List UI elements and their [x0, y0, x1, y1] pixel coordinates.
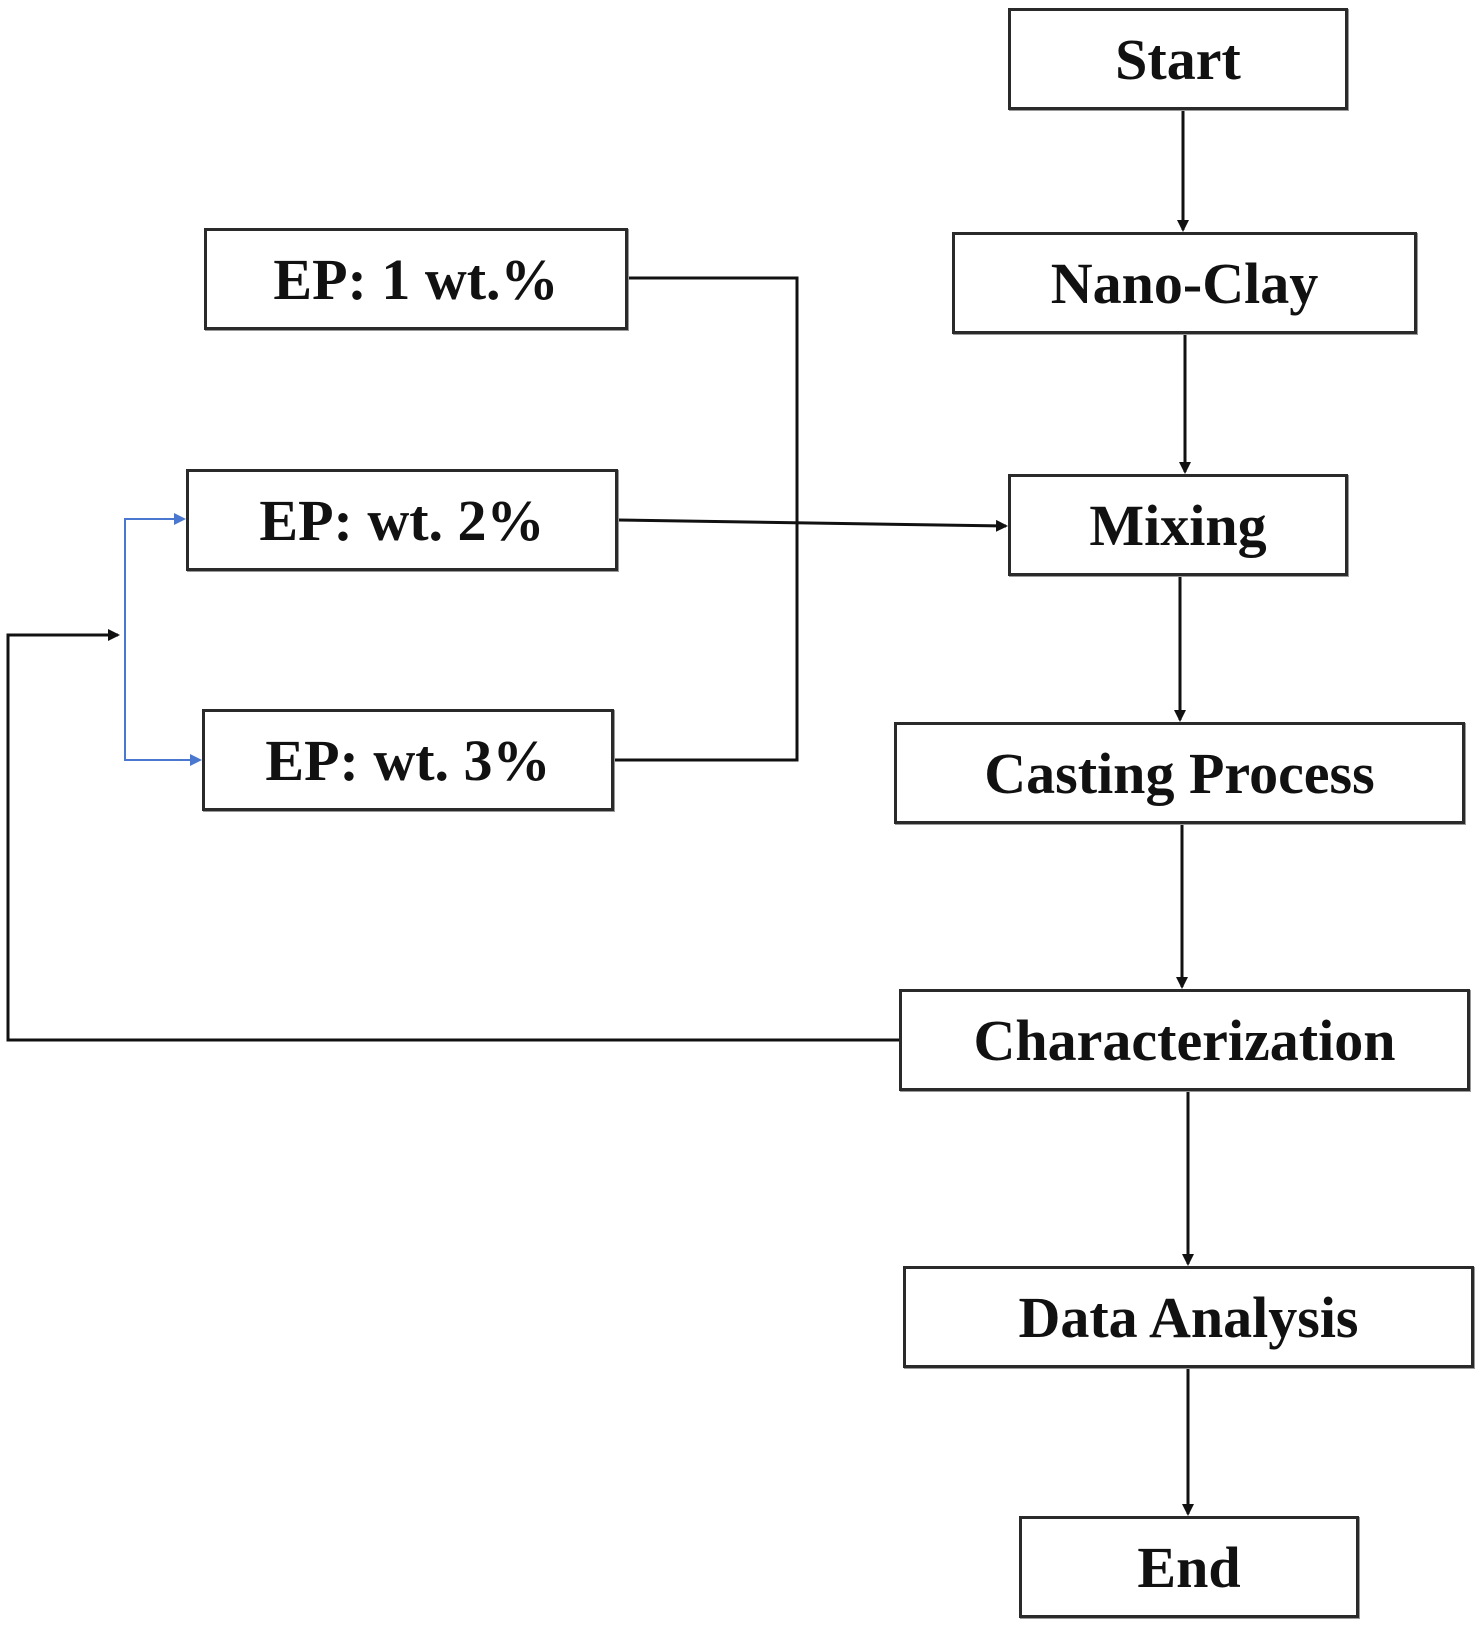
edge-feedback-to-ep3: [124, 635, 202, 766]
node-characterization-label: Characterization: [973, 1007, 1396, 1073]
node-start: Start: [1008, 8, 1348, 110]
edge-feedback-to-ep2: [124, 513, 186, 635]
node-ep-1-wt-label: EP: 1 wt.%: [273, 246, 559, 312]
node-end: End: [1019, 1516, 1359, 1618]
node-casting-process-label: Casting Process: [984, 740, 1375, 806]
edge-ep1-to-bus: [614, 276, 799, 762]
node-start-label: Start: [1115, 26, 1241, 92]
node-data-analysis: Data Analysis: [903, 1266, 1474, 1368]
node-ep-3-wt: EP: wt. 3%: [202, 709, 614, 811]
node-ep-1-wt: EP: 1 wt.%: [204, 228, 628, 330]
edge-characterization-feedback: [6, 629, 899, 1042]
node-ep-2-wt: EP: wt. 2%: [186, 469, 618, 571]
node-nano-clay-label: Nano-Clay: [1050, 250, 1319, 316]
node-characterization: Characterization: [899, 989, 1470, 1091]
node-mixing-label: Mixing: [1089, 492, 1267, 558]
edge-ep2-to-mixing: [617, 518, 1008, 532]
node-nano-clay: Nano-Clay: [952, 232, 1417, 334]
node-casting-process: Casting Process: [894, 722, 1465, 824]
node-ep-3-wt-label: EP: wt. 3%: [265, 727, 551, 793]
node-mixing: Mixing: [1008, 474, 1348, 576]
node-ep-2-wt-label: EP: wt. 2%: [259, 487, 545, 553]
node-end-label: End: [1137, 1534, 1241, 1600]
node-data-analysis-label: Data Analysis: [1018, 1284, 1359, 1350]
